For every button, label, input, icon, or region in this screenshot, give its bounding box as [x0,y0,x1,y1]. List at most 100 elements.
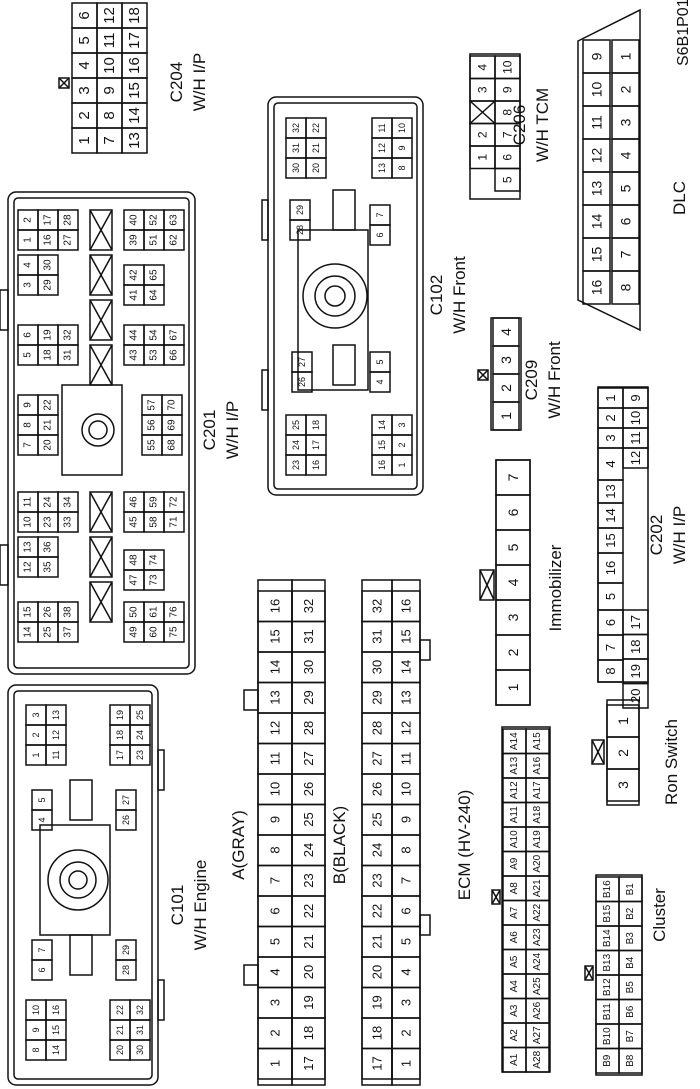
c201-pin: 21 [43,419,54,431]
c102-pin: 1 [397,462,407,467]
c201-pin: 62 [169,234,180,246]
c101-pin: 10 [31,1005,41,1015]
c201-pin: 9 [23,402,34,408]
cross-line [591,739,605,765]
cross-line [584,965,594,981]
c201-blank [89,581,113,623]
dlc-bottom-pin: 4 [618,151,634,159]
c102-cell [305,454,327,476]
cluster-key [584,965,594,981]
immobilizer-pin: 2 [505,648,521,656]
ecm-a-top-pin: 1 [268,1060,283,1067]
c201-name: C201 [200,410,219,451]
c201-cell [163,511,185,533]
cluster-top-pin: B14 [602,929,613,947]
ecm-b-top-pin: 21 [370,934,385,948]
ecm-a-block-top-pin: A2 [509,1029,520,1042]
c202-bottom2-pin: 18 [628,640,643,654]
c201-pin: 71 [169,516,180,528]
c206-top-pin: 2 [476,131,490,138]
cross-line [89,344,113,386]
c102-pin: 32 [291,123,301,133]
ecm-a-bottom-pin: 23 [301,873,316,887]
c101-pin: 29 [121,945,131,955]
c202-bottom-pin: 9 [628,394,643,401]
ecm-b-top-pin: 18 [370,1026,385,1040]
c201-pin: 23 [43,516,54,528]
c101-pin: 23 [135,750,145,760]
dlc-top-cell [582,270,611,305]
c201-pin: 28 [63,214,74,226]
immobilizer-pin: 4 [505,578,521,586]
c204-pin: 10 [101,57,118,74]
ecm-a-block-bottom-pin: A22 [532,903,543,921]
cross-line [89,209,113,251]
figure-id: S6B1P014 [675,0,692,66]
c101-pin: 20 [115,1045,125,1055]
c201-blank [89,209,113,251]
ecm-name: ECM (HV-240) [455,790,474,901]
ecm-b-bottom-pin: 2 [399,1029,414,1036]
ecm-a-bottom-pin: 26 [301,782,316,796]
c201-pin: 43 [129,349,140,361]
c209-pin: 3 [498,356,514,364]
c102-pin: 24 [291,440,301,450]
c101-pin: 16 [51,1005,61,1015]
c101-slot [69,934,93,976]
c206-sub: W/H TCM [533,88,552,162]
cluster-top-pin: B11 [602,1003,613,1020]
c102-pin: 12 [377,143,387,153]
c201-pin: 60 [149,626,160,638]
c201-pin: 41 [129,289,140,301]
dlc-bottom-pin: 3 [618,118,634,126]
dlc-top-pin: 16 [589,280,605,296]
c202-top-pin: 6 [603,619,618,626]
c102-pin: 16 [377,460,387,470]
ecm-a-top-pin: 3 [268,999,283,1006]
ecm-a-top-pin: 10 [268,782,283,796]
c206-bottom-pin: 7 [501,131,515,138]
c204-pin: 11 [101,33,118,49]
c102-cell [369,371,391,393]
immobilizer-pin: 3 [505,613,521,621]
c201-pin: 8 [23,422,34,428]
c102-pin: 18 [311,420,321,430]
c202-top-pin: 8 [603,667,618,674]
c101-pin: 24 [135,730,145,740]
ecm-a-bottom-pin: 19 [301,995,316,1009]
c101-body [7,684,159,1086]
c101-pin: 14 [51,1045,61,1055]
c102-pin: 28 [295,225,305,235]
c102-body [267,96,424,496]
ecm-a-bottom-pin: 25 [301,812,316,826]
ron-switch-pin: 3 [615,781,631,789]
ron-switch-name: Ron Switch [662,719,681,805]
c202-bottom-cell [622,447,649,469]
c201-inner [13,197,190,669]
c201-cell [57,621,79,643]
ecm-b-bottom-pin: 10 [399,782,414,796]
cross-line [479,569,495,601]
c204-pin: 4 [76,61,93,69]
ecm-a-bottom-pin: 18 [301,1026,316,1040]
ecm-b-bottom-pin: 4 [399,968,414,975]
c101-pin: 15 [51,1025,61,1035]
c201-pin: 42 [129,269,140,281]
cluster-top-pin: B9 [602,1054,613,1067]
cluster-bottom-pin: B3 [625,932,636,945]
c201-cell [163,229,185,251]
c201-pin: 17 [43,214,54,226]
labels: S6B1P014 C204 W/H I/P C206 W/H TCM DLC C… [167,0,692,950]
c204-pin: 14 [126,107,143,124]
c102-slot [332,344,356,386]
c209-sub: W/H Front [545,341,564,419]
cross-line [491,889,501,905]
c201-tab [0,289,9,331]
c204-pin: 6 [76,11,93,19]
c102-hub-inner [324,285,346,307]
c201-pin: 53 [149,349,160,361]
ecm-a-block-top-pin: A9 [509,857,520,870]
ecm-a-block-key [491,889,501,905]
ecm-a-block-top-pin: A10 [509,830,520,848]
c101-pin: 28 [121,965,131,975]
